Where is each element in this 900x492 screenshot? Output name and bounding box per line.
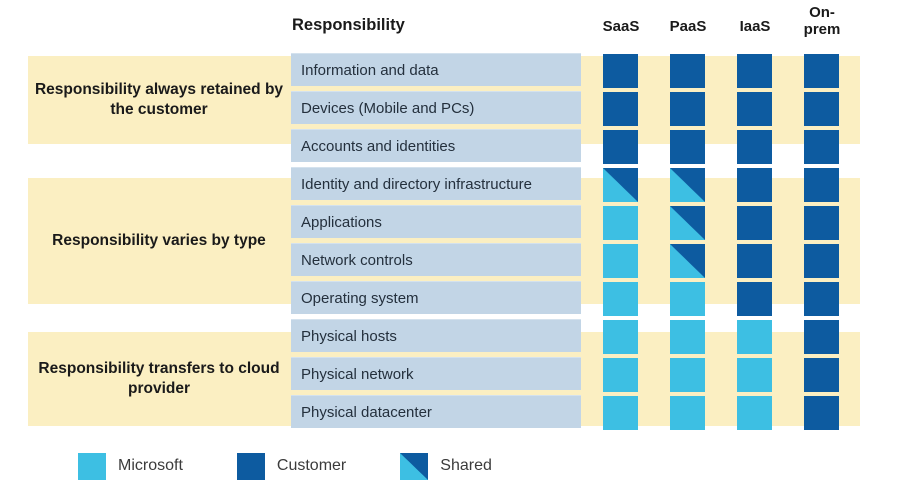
responsibility-row: Physical datacenter xyxy=(291,395,581,428)
column-header-paas-line1: PaaS xyxy=(669,18,707,35)
column-header-paas: PaaS xyxy=(656,18,720,35)
responsibility-row: Physical hosts xyxy=(291,319,581,352)
matrix-cell-microsoft xyxy=(670,396,705,430)
responsibility-row: Applications xyxy=(291,205,581,238)
matrix-cell-customer xyxy=(670,54,705,88)
matrix-cell-customer xyxy=(804,206,839,240)
column-header-iaas: IaaS xyxy=(723,18,787,35)
group-label-transfers-to-provider: Responsibility transfers to cloud provid… xyxy=(38,359,280,397)
responsibility-row: Information and data xyxy=(291,53,581,86)
matrix-cell-customer xyxy=(670,92,705,126)
matrix-cell-customer xyxy=(804,396,839,430)
column-header-iaas-line1: IaaS xyxy=(739,18,771,35)
matrix-cell-microsoft xyxy=(603,282,638,316)
matrix-cell-customer xyxy=(670,130,705,164)
matrix-cell-shared xyxy=(670,206,705,240)
responsibility-row-label: Information and data xyxy=(301,61,439,79)
matrix-cell-customer xyxy=(737,168,772,202)
matrix-cell-customer xyxy=(804,320,839,354)
matrix-cell-microsoft xyxy=(603,320,638,354)
matrix-cell-customer xyxy=(603,92,638,126)
legend-item-microsoft: Microsoft xyxy=(78,452,183,480)
matrix-cell-microsoft xyxy=(670,282,705,316)
legend-label-shared: Shared xyxy=(440,457,492,474)
matrix-cell-customer xyxy=(737,54,772,88)
matrix-cell-customer xyxy=(737,206,772,240)
responsibility-row: Devices (Mobile and PCs) xyxy=(291,91,581,124)
matrix-cell-customer xyxy=(804,282,839,316)
responsibility-row-label: Operating system xyxy=(301,289,419,307)
matrix-cell-customer xyxy=(737,92,772,126)
matrix-cell-customer xyxy=(737,130,772,164)
legend-swatch-microsoft xyxy=(78,452,106,480)
legend-label-microsoft: Microsoft xyxy=(118,457,183,474)
matrix-cell-microsoft xyxy=(603,358,638,392)
column-header-saas-line1: SaaS xyxy=(602,18,640,35)
matrix-cell-microsoft xyxy=(603,206,638,240)
matrix-cell-customer xyxy=(804,168,839,202)
responsibility-column-header: Responsibility xyxy=(292,16,405,34)
legend-swatch-customer xyxy=(236,452,265,480)
matrix-cell-microsoft xyxy=(603,396,638,430)
group-label-retained-by-customer: Responsibility always retained by the cu… xyxy=(34,80,284,118)
responsibility-row-label: Physical hosts xyxy=(301,327,397,345)
responsibility-row-label: Applications xyxy=(301,213,382,231)
responsibility-row-label: Identity and directory infrastructure xyxy=(301,175,532,193)
matrix-cell-customer xyxy=(737,282,772,316)
matrix-cell-customer xyxy=(804,130,839,164)
legend-item-customer: Customer xyxy=(236,452,347,480)
column-header-on-prem-line1: On- xyxy=(809,4,835,21)
responsibility-row: Network controls xyxy=(291,243,581,276)
responsibility-row-label: Physical datacenter xyxy=(301,403,432,421)
matrix-cell-customer xyxy=(804,92,839,126)
matrix-cell-microsoft xyxy=(670,320,705,354)
responsibility-row: Accounts and identities xyxy=(291,129,581,162)
legend-label-customer: Customer xyxy=(276,457,347,474)
responsibility-row-label: Physical network xyxy=(301,365,414,383)
matrix-cell-customer xyxy=(804,358,839,392)
responsibility-row-label: Accounts and identities xyxy=(301,137,456,155)
responsibility-row: Physical network xyxy=(291,357,581,390)
matrix-cell-customer xyxy=(737,244,772,278)
column-header-on-prem: On- prem xyxy=(790,4,854,39)
legend-item-shared: Shared xyxy=(400,452,492,480)
matrix-cell-shared xyxy=(603,168,638,202)
matrix-cell-customer xyxy=(603,54,638,88)
matrix-cell-shared xyxy=(670,244,705,278)
column-header-on-prem-line2: prem xyxy=(803,21,841,39)
legend: Microsoft Customer Shared xyxy=(78,452,546,480)
matrix-cell-microsoft xyxy=(737,320,772,354)
responsibility-row-label: Devices (Mobile and PCs) xyxy=(301,99,475,117)
responsibility-row: Identity and directory infrastructure xyxy=(291,167,581,200)
group-label-varies-by-type: Responsibility varies by type xyxy=(52,231,266,249)
matrix-cell-customer xyxy=(603,130,638,164)
responsibility-row: Operating system xyxy=(291,281,581,314)
matrix-cell-microsoft xyxy=(670,358,705,392)
matrix-cell-microsoft xyxy=(737,396,772,430)
matrix-cell-customer xyxy=(804,244,839,278)
matrix-cell-microsoft xyxy=(737,358,772,392)
matrix-cell-shared xyxy=(670,168,705,202)
matrix-cell-microsoft xyxy=(603,244,638,278)
legend-swatch-shared xyxy=(400,452,429,480)
matrix-cell-customer xyxy=(804,54,839,88)
column-header-saas: SaaS xyxy=(589,18,653,35)
responsibility-row-label: Network controls xyxy=(301,251,413,269)
